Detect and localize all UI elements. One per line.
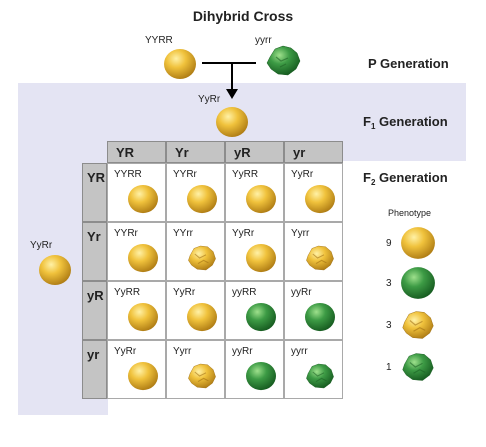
phenotype-count: 3	[386, 320, 392, 331]
yellow-round-pea-icon	[245, 243, 277, 278]
yellow-round-pea-icon	[304, 184, 336, 219]
green-wrinkled-pea-icon	[400, 350, 436, 389]
cell-genotype: yyRR	[232, 287, 257, 298]
cell-genotype: YyRR	[232, 169, 259, 180]
punnett-cell: Yyrr	[166, 340, 225, 399]
punnett-cell: yyRr	[225, 340, 284, 399]
side-genotype: YyRr	[30, 240, 53, 251]
cell-genotype: YYRr	[173, 169, 197, 180]
yellow-round-pea-icon	[127, 302, 159, 337]
f1-genotype: YyRr	[198, 94, 221, 105]
row-header: Yr	[82, 222, 107, 281]
phenotype-count: 9	[386, 238, 392, 249]
cell-genotype: Yyrr	[173, 346, 192, 357]
cell-genotype: YYRR	[114, 169, 142, 180]
yellow-round-pea-icon	[400, 226, 436, 265]
punnett-cell: YyRR	[107, 281, 166, 340]
punnett-cell: YyRR	[225, 163, 284, 222]
punnett-cell: YyRr	[225, 222, 284, 281]
yellow-wrinkled-pea-icon	[400, 308, 436, 347]
cell-genotype: yyRr	[291, 287, 312, 298]
punnett-cell: yyRr	[284, 281, 343, 340]
yellow-wrinkled-pea-icon	[304, 243, 336, 278]
green-round-pea-icon	[304, 302, 336, 337]
phenotype-count: 1	[386, 362, 392, 373]
column-header: yR	[225, 141, 284, 163]
punnett-cell: YYRR	[107, 163, 166, 222]
punnett-cell: YYrr	[166, 222, 225, 281]
phenotype-count: 3	[386, 278, 392, 289]
punnett-cell: Yyrr	[284, 222, 343, 281]
column-header: YR	[107, 141, 166, 163]
column-header: yr	[284, 141, 343, 163]
green-round-pea-icon	[245, 361, 277, 396]
row-header: YR	[82, 163, 107, 222]
yellow-round-pea-icon	[127, 361, 159, 396]
parent-left-genotype: YYRR	[145, 35, 173, 46]
f1-generation-label: F1 Generation	[363, 114, 448, 131]
parent-green-wrinkled-pea	[264, 43, 304, 84]
punnett-cell: YYRr	[166, 163, 225, 222]
f2-generation-label: F2 Generation	[363, 170, 448, 187]
row-header: yr	[82, 340, 107, 399]
row-header: yR	[82, 281, 107, 340]
green-round-pea-icon	[400, 266, 436, 305]
cell-genotype: YyRr	[232, 228, 255, 239]
punnett-cell: YyRr	[284, 163, 343, 222]
side-yellow-round-pea	[38, 254, 72, 291]
f1-yellow-round-pea	[215, 106, 249, 143]
cell-genotype: YyRr	[114, 346, 137, 357]
cell-genotype: yyrr	[291, 346, 308, 357]
cross-arrow	[202, 62, 256, 99]
parent-yellow-round-pea	[163, 48, 197, 85]
yellow-round-pea-icon	[186, 302, 218, 337]
green-round-pea-icon	[245, 302, 277, 337]
diagram-title: Dihybrid Cross	[192, 8, 294, 24]
punnett-cell: YyRr	[166, 281, 225, 340]
punnett-cell: yyRR	[225, 281, 284, 340]
cell-genotype: YYrr	[173, 228, 193, 239]
yellow-round-pea-icon	[245, 184, 277, 219]
column-header: Yr	[166, 141, 225, 163]
cell-genotype: YyRr	[173, 287, 196, 298]
cell-genotype: Yyrr	[291, 228, 310, 239]
yellow-round-pea-icon	[127, 243, 159, 278]
cell-genotype: YYRr	[114, 228, 138, 239]
yellow-round-pea-icon	[186, 184, 218, 219]
green-wrinkled-pea-icon	[304, 361, 336, 396]
punnett-cell: YyRr	[107, 340, 166, 399]
punnett-cell: YYRr	[107, 222, 166, 281]
parent-right-genotype: yyrr	[255, 35, 272, 46]
cell-genotype: YyRr	[291, 169, 314, 180]
punnett-cell: yyrr	[284, 340, 343, 399]
yellow-wrinkled-pea-icon	[186, 361, 218, 396]
yellow-round-pea-icon	[127, 184, 159, 219]
p-generation-label: P Generation	[368, 56, 449, 71]
cell-genotype: yyRr	[232, 346, 253, 357]
yellow-wrinkled-pea-icon	[186, 243, 218, 278]
phenotype-title: Phenotype	[388, 208, 432, 218]
cell-genotype: YyRR	[114, 287, 141, 298]
